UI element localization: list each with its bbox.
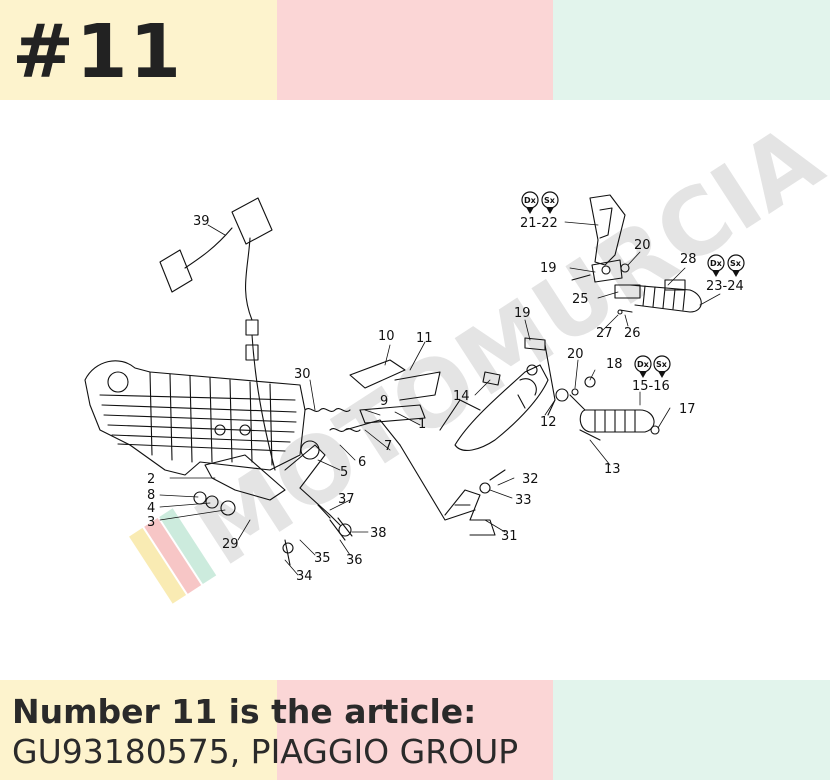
pin-sx-label: Sx (730, 259, 742, 268)
band-green (553, 0, 830, 100)
label-36: 36 (346, 553, 363, 568)
right-footrest-bracket (571, 194, 702, 315)
label-17: 17 (679, 402, 696, 417)
label-38: 38 (370, 526, 387, 541)
label-29: 29 (222, 537, 239, 552)
item-number-badge: #11 (12, 9, 183, 95)
pin-sx-16: Sx (653, 355, 671, 378)
label-11: 11 (416, 331, 433, 346)
pin-dx-15: Dx (634, 355, 652, 378)
label-8: 8 (147, 488, 155, 503)
label-37: 37 (338, 492, 355, 507)
label-25: 25 (572, 292, 589, 307)
exploded-parts-diagram: MOTOMURCIA (84, 104, 830, 604)
label-18: 18 (606, 357, 623, 372)
label-7: 7 (384, 439, 392, 454)
label-5: 5 (340, 465, 348, 480)
pin-sx-label: Sx (656, 360, 668, 369)
label-30: 30 (294, 367, 311, 382)
label-20a: 20 (634, 238, 651, 253)
engine-crankcase (84, 360, 306, 476)
part-labels: 39 2 8 4 3 29 34 35 36 37 38 5 6 7 9 1 3… (147, 214, 744, 584)
label-9: 9 (380, 394, 388, 409)
band-pink (277, 0, 553, 100)
caption-title: Number 11 is the article: (12, 692, 477, 731)
label-6: 6 (358, 455, 366, 470)
label-2: 2 (147, 472, 155, 487)
dx-sx-pins: Dx Sx Dx Sx Dx Sx (521, 191, 745, 378)
label-13: 13 (604, 462, 621, 477)
label-20b: 20 (567, 347, 584, 362)
pin-dx-21: Dx (521, 191, 539, 214)
label-27: 27 (596, 326, 613, 341)
pin-sx-label: Sx (544, 196, 556, 205)
band-yellow (0, 0, 277, 100)
label-19b: 19 (514, 306, 531, 321)
caption-article: GU93180575, PIAGGIO GROUP (12, 732, 519, 771)
footpeg-15-16 (569, 376, 660, 441)
label-4: 4 (147, 501, 155, 516)
label-26: 26 (624, 326, 641, 341)
pin-sx-24: Sx (727, 254, 745, 277)
label-28: 28 (680, 252, 697, 267)
label-21-22: 21-22 (520, 216, 558, 231)
label-23-24: 23-24 (706, 279, 744, 294)
leader-lines (159, 221, 721, 576)
band-yellow (0, 680, 277, 780)
pin-sx-22: Sx (541, 191, 559, 214)
label-1: 1 (418, 417, 426, 432)
watermark-text: MOTOMURCIA (177, 104, 830, 586)
label-3: 3 (147, 515, 155, 530)
label-39: 39 (193, 214, 210, 229)
top-color-band (0, 0, 830, 100)
band-pink (277, 680, 553, 780)
label-15-16: 15-16 (632, 379, 670, 394)
pin-dx-label: Dx (524, 196, 537, 205)
pin-dx-label: Dx (710, 259, 723, 268)
label-35: 35 (314, 551, 331, 566)
label-34: 34 (296, 569, 313, 584)
connector-39 (159, 197, 276, 471)
label-10: 10 (378, 329, 395, 344)
gear-lever-31 (444, 469, 506, 536)
label-33: 33 (515, 493, 532, 508)
label-32: 32 (522, 472, 539, 487)
label-12: 12 (540, 415, 557, 430)
band-green (553, 680, 830, 780)
label-14: 14 (453, 389, 470, 404)
pin-dx-23: Dx (707, 254, 725, 277)
label-19a: 19 (540, 261, 557, 276)
label-31: 31 (501, 529, 518, 544)
pin-dx-label: Dx (637, 360, 650, 369)
springs-and-bracket (304, 359, 481, 521)
bottom-color-band (0, 680, 830, 780)
